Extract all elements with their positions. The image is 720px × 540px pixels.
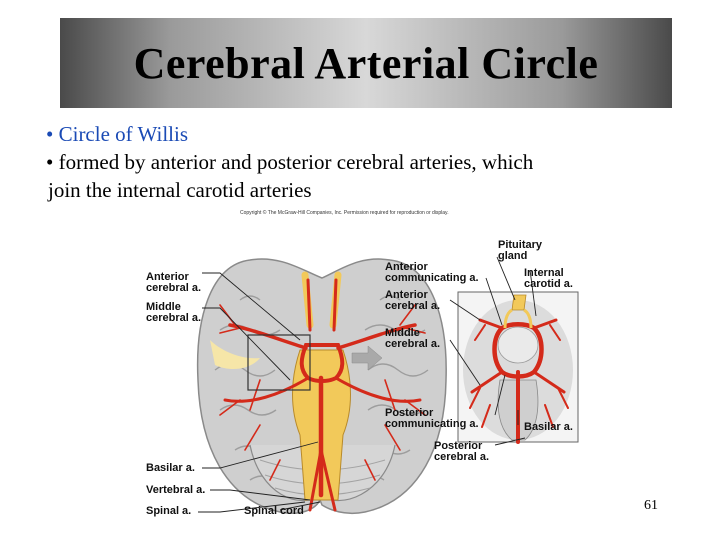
label-middle-cerebral: Middle cerebral a. [146, 302, 201, 324]
label-pituitary: Pituitary gland [498, 240, 542, 262]
bullet-formed-by: • formed by anterior and posterior cereb… [46, 148, 686, 176]
label-posterior-cerebral: Posterior cerebral a. [434, 441, 489, 463]
label-spinal-artery: Spinal a. [146, 506, 191, 517]
bullet-circle-of-willis: • Circle of Willis [46, 120, 686, 148]
label-basilar-inset: Basilar a. [524, 422, 573, 433]
label-basilar: Basilar a. [146, 463, 195, 474]
title-bar: Cerebral Arterial Circle [60, 18, 672, 108]
slide-title: Cerebral Arterial Circle [134, 38, 599, 89]
page-number: 61 [644, 498, 658, 514]
bullet-list: • Circle of Willis • formed by anterior … [46, 120, 686, 204]
bullet-continuation: join the internal carotid arteries [46, 176, 686, 204]
label-internal-carotid: Internal carotid a. [524, 268, 573, 290]
brain-arteries-figure: Copyright © The McGraw-Hill Companies, I… [140, 210, 590, 522]
label-spinal-cord: Spinal cord [244, 506, 304, 517]
label-posterior-communicating: Posterior communicating a. [385, 408, 479, 430]
label-anterior-cerebral-inset: Anterior cerebral a. [385, 290, 440, 312]
label-anterior-cerebral: Anterior cerebral a. [146, 272, 201, 294]
label-middle-cerebral-inset: Middle cerebral a. [385, 328, 440, 350]
label-vertebral: Vertebral a. [146, 485, 205, 496]
label-anterior-communicating: Anterior communicating a. [385, 262, 479, 284]
